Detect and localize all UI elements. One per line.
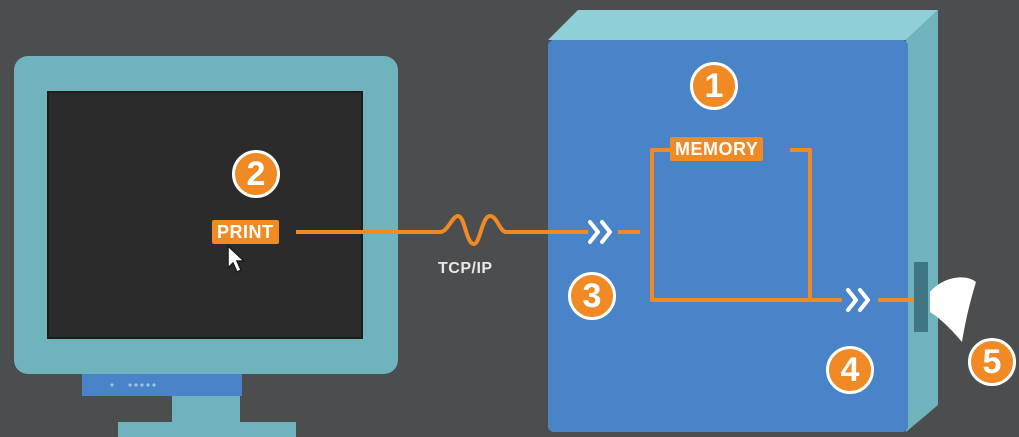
- monitor-neck: [172, 396, 240, 424]
- monitor-base-dots: [110, 383, 156, 387]
- printer-front: [548, 40, 908, 432]
- connection-lines: [296, 148, 914, 302]
- memory-branch-up: [650, 148, 670, 232]
- double-chevron-right-icon: [846, 288, 870, 312]
- tcp-ip-signal-line: [296, 214, 588, 246]
- monitor-stand: [118, 422, 296, 437]
- tcp-ip-label: TCP/IP: [438, 260, 493, 277]
- memory-label: MEMORY: [670, 137, 764, 161]
- printer: [548, 10, 938, 432]
- printer-top: [548, 10, 938, 40]
- memory-branch-down: [650, 232, 842, 302]
- printer-side: [906, 10, 938, 432]
- memory-return-line: [790, 148, 812, 300]
- step-4-badge: 4: [826, 346, 874, 394]
- step-5-badge: 5: [968, 338, 1016, 386]
- mouse-pointer-icon: [227, 244, 246, 274]
- step-1-badge: 1: [690, 62, 738, 110]
- step-2-badge: 2: [232, 150, 280, 198]
- step-3-badge: 3: [568, 272, 616, 320]
- print-button[interactable]: PRINT: [212, 220, 279, 244]
- monitor-base-panel: [82, 374, 242, 396]
- monitor: [14, 56, 398, 437]
- paper-sheet-icon: [930, 277, 976, 342]
- double-chevron-right-icon: [588, 220, 612, 244]
- printer-paper-slot: [914, 262, 928, 332]
- monitor-screen: [47, 91, 363, 339]
